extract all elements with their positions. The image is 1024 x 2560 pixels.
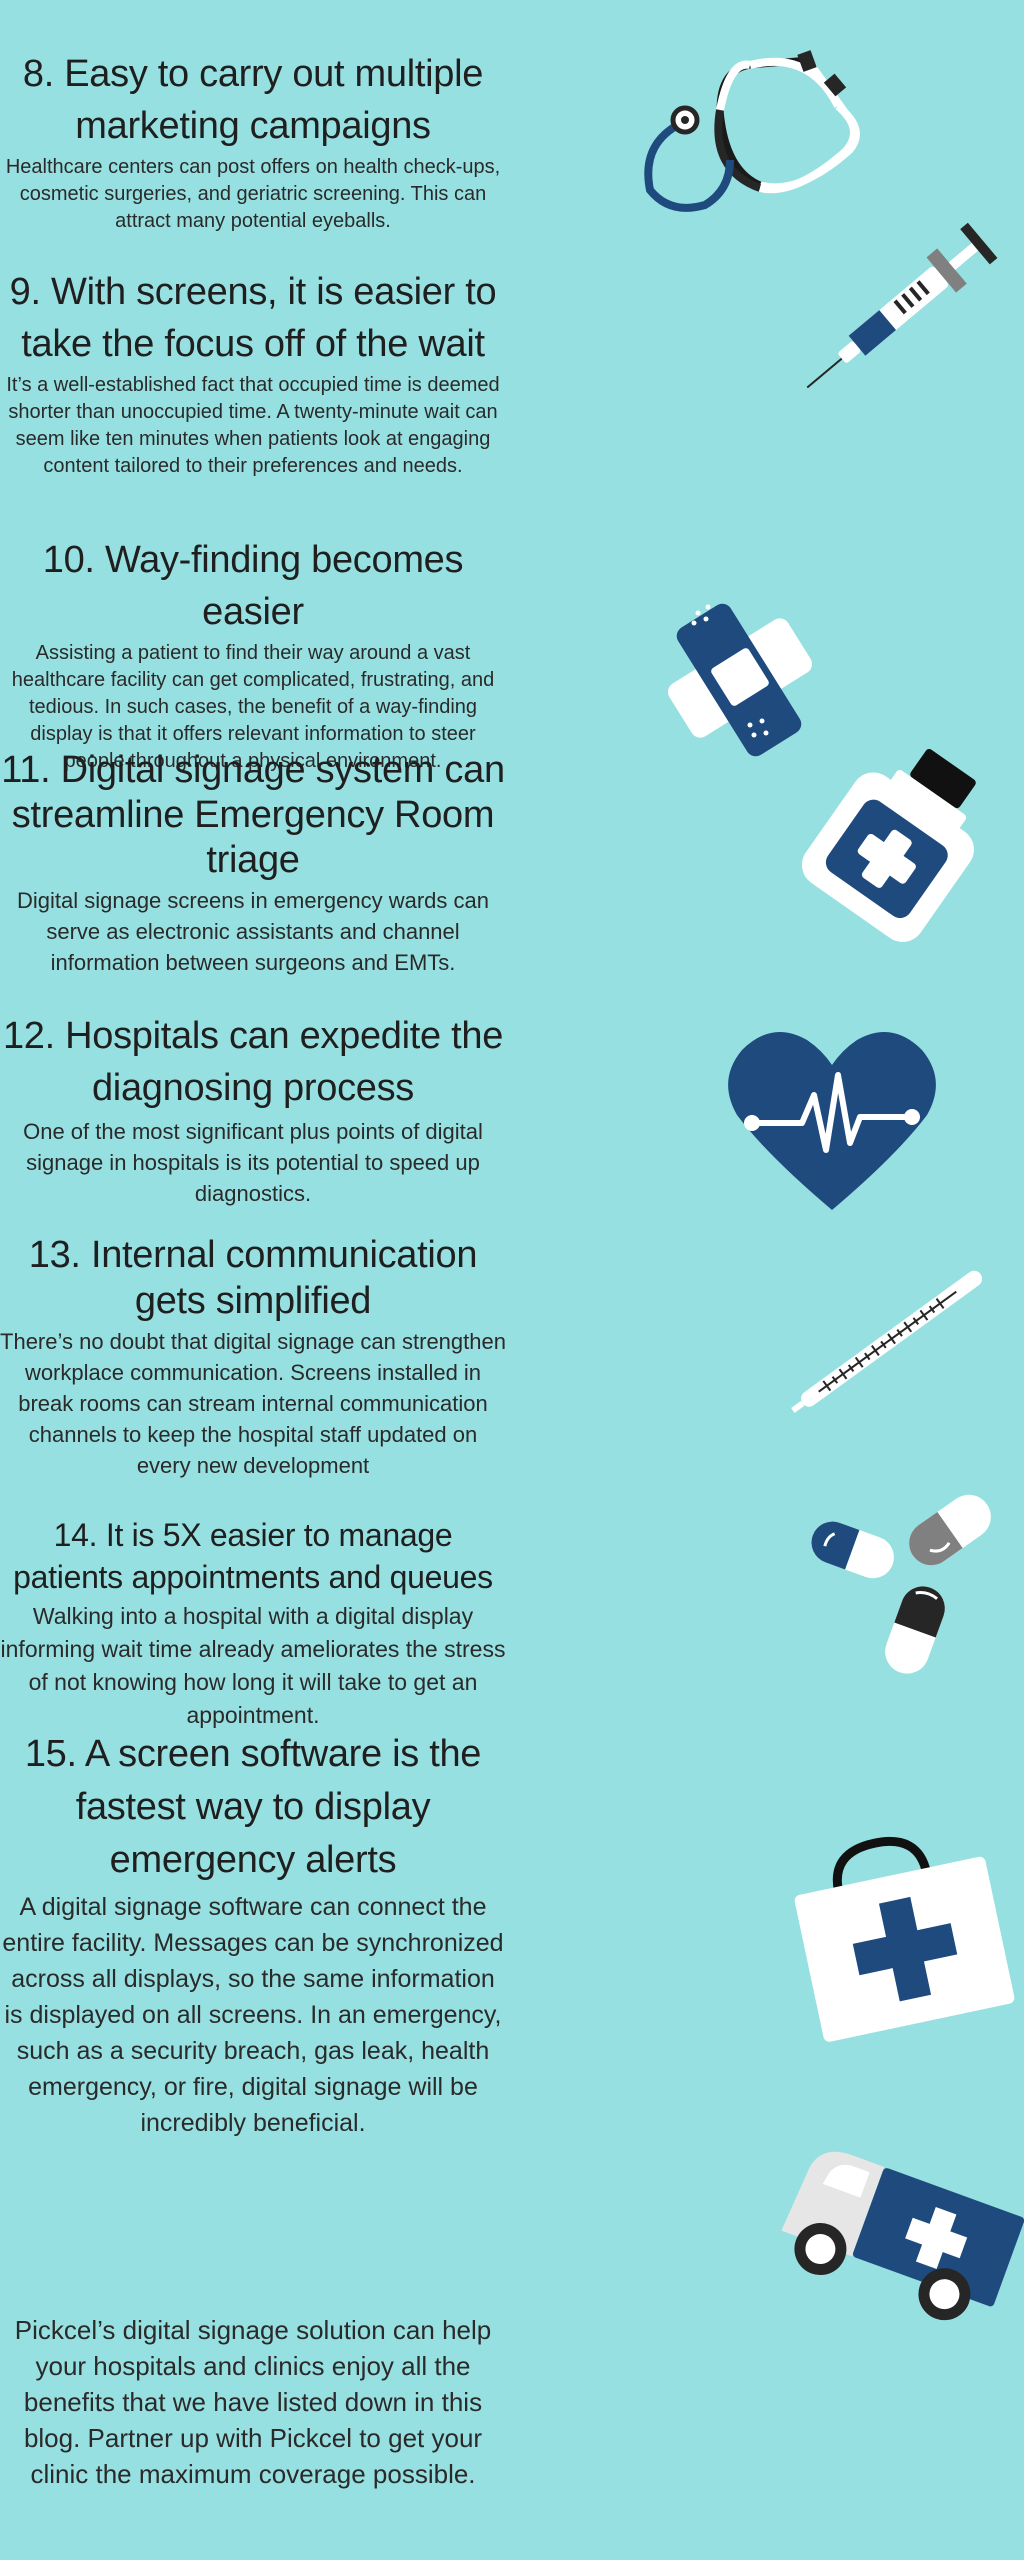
section-title: 9. With screens, it is easier to take th… [9,271,497,365]
footer-text: Pickcel’s digital signage solution can h… [14,2315,492,2489]
section-14: 14. It is 5X easier to manage patients a… [0,1514,506,1732]
closing-paragraph: Pickcel’s digital signage solution can h… [0,2312,506,2492]
section-title: 10. Way-finding becomes easier [42,539,464,633]
section-11: 11. Digital signage system can streamlin… [0,748,506,978]
section-body: Assisting a patient to find their way ar… [11,642,495,772]
section-13: 13. Internal communication gets simplifi… [0,1232,506,1481]
section-15: 15. A screen software is the fastest way… [0,1728,506,2141]
heartbeat-icon [728,1032,936,1210]
section-body: It’s a well-established fact that occupi… [6,374,500,477]
section-title: 15. A screen software is the fastest way… [24,1733,482,1881]
section-body: Digital signage screens in emergency war… [16,888,489,975]
section-title: 8. Easy to carry out multiple marketing … [22,53,484,147]
section-title: 12. Hospitals can expedite the diagnosin… [2,1015,504,1109]
section-title: 13. Internal communication gets simplifi… [28,1234,478,1322]
first-aid-kit-icon [794,1836,1015,2042]
stethoscope-icon [644,50,860,212]
medicine-bottle-icon [801,749,976,942]
section-9: 9. With screens, it is easier to take th… [0,266,506,480]
section-12: 12. Hospitals can expedite the diagnosin… [0,1010,506,1209]
section-body: One of the most significant plus points … [23,1119,483,1206]
section-10: 10. Way-finding becomes easier Assisting… [0,534,506,775]
section-body: Walking into a hospital with a digital d… [0,1603,506,1728]
pills-icon [811,1494,991,1674]
section-body: A digital signage software can connect t… [2,1893,504,2137]
section-body: There’s no doubt that digital signage ca… [0,1329,506,1478]
section-title: 14. It is 5X easier to manage patients a… [13,1517,493,1595]
thermometer-icon [791,1270,983,1413]
bandage-icon [667,603,813,757]
syringe-icon [806,222,998,389]
section-title: 11. Digital signage system can streamlin… [1,749,505,881]
section-body: Healthcare centers can post offers on he… [5,156,501,232]
section-8: 8. Easy to carry out multiple marketing … [0,48,506,235]
ambulance-icon [781,2151,1024,2321]
